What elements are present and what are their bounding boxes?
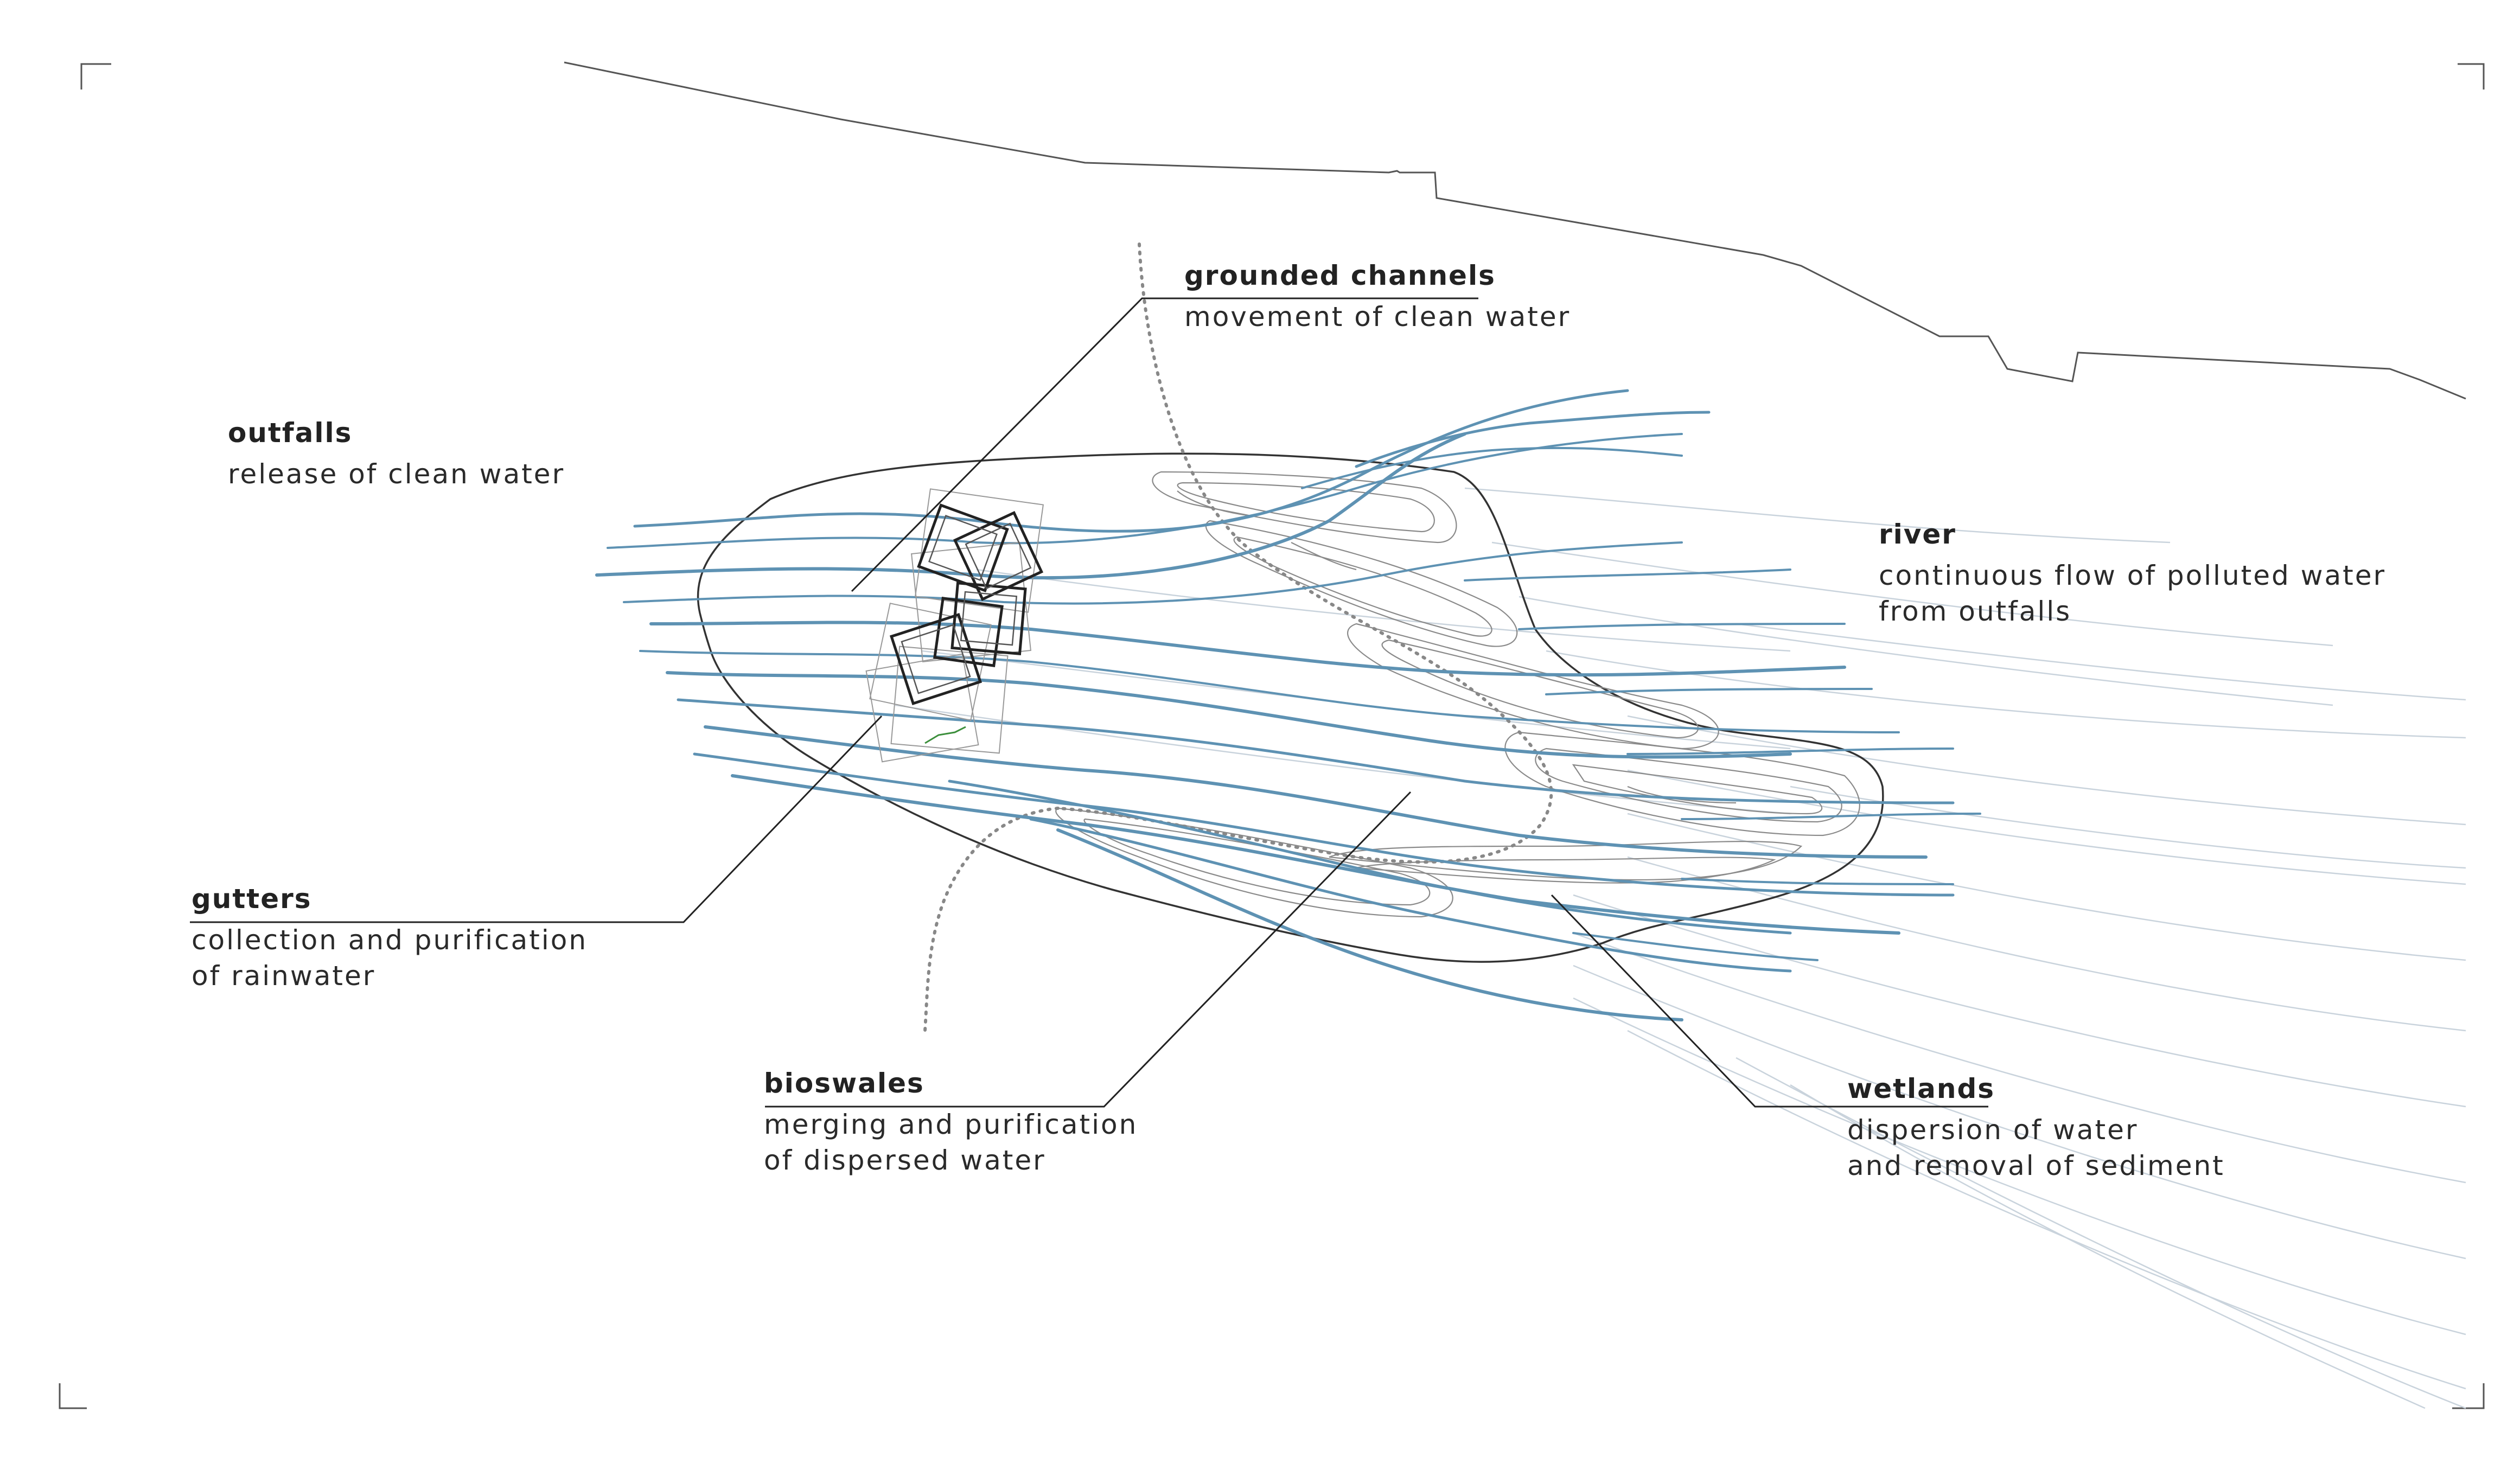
bioswales-desc-line-2: of dispersed water (764, 1145, 1046, 1176)
crop-marks (59, 63, 2485, 1409)
label-gutters: gutters collection and purification of r… (192, 885, 588, 994)
gutters-desc: collection and purification of rainwater (192, 922, 588, 994)
grounded-channels-desc: movement of clean water (1184, 299, 1571, 335)
site-boundary (697, 452, 1884, 963)
outfalls-desc-line: release of clean water (228, 458, 565, 490)
gutters-desc-line-2: of rainwater (192, 960, 376, 992)
grounded-channel-dotted (923, 242, 1553, 1032)
gutters-desc-line-1: collection and purification (192, 924, 588, 956)
label-river: river continuous flow of polluted water … (1879, 521, 2386, 629)
wetlands-desc: dispersion of water and removal of sedim… (1847, 1112, 2225, 1184)
river-desc-line-2: from outfalls (1879, 596, 2072, 627)
label-outfalls: outfalls release of clean water (228, 419, 565, 492)
wetlands-desc-line-2: and removal of sediment (1847, 1150, 2225, 1181)
river-desc: continuous flow of polluted water from o… (1879, 558, 2386, 629)
bioswales-title: bioswales (764, 1068, 924, 1099)
label-wetlands: wetlands dispersion of water and removal… (1847, 1075, 2225, 1184)
river-desc-line-1: continuous flow of polluted water (1879, 560, 2387, 591)
outfalls-desc: release of clean water (228, 456, 565, 492)
wetlands-desc-line-1: dispersion of water (1847, 1114, 2139, 1146)
shoreline (564, 61, 2466, 400)
river-title: river (1879, 519, 1956, 550)
grounded-channels-desc-line: movement of clean water (1184, 301, 1571, 333)
outfalls-title: outfalls (228, 417, 353, 449)
water-channels (595, 389, 1981, 1021)
gutter-squares (865, 488, 1044, 763)
wetland-contours (1055, 471, 1860, 918)
wetlands-title: wetlands (1847, 1073, 1995, 1104)
gutters-title: gutters (192, 883, 312, 915)
bioswales-desc-line-1: merging and purification (764, 1109, 1138, 1140)
grounded-channels-title: grounded channels (1184, 260, 1496, 291)
label-bioswales: bioswales merging and purification of di… (764, 1070, 1138, 1178)
leader-lines (190, 297, 1988, 1108)
label-grounded-channels: grounded channels movement of clean wate… (1184, 262, 1571, 335)
bioswales-desc: merging and purification of dispersed wa… (764, 1107, 1138, 1178)
